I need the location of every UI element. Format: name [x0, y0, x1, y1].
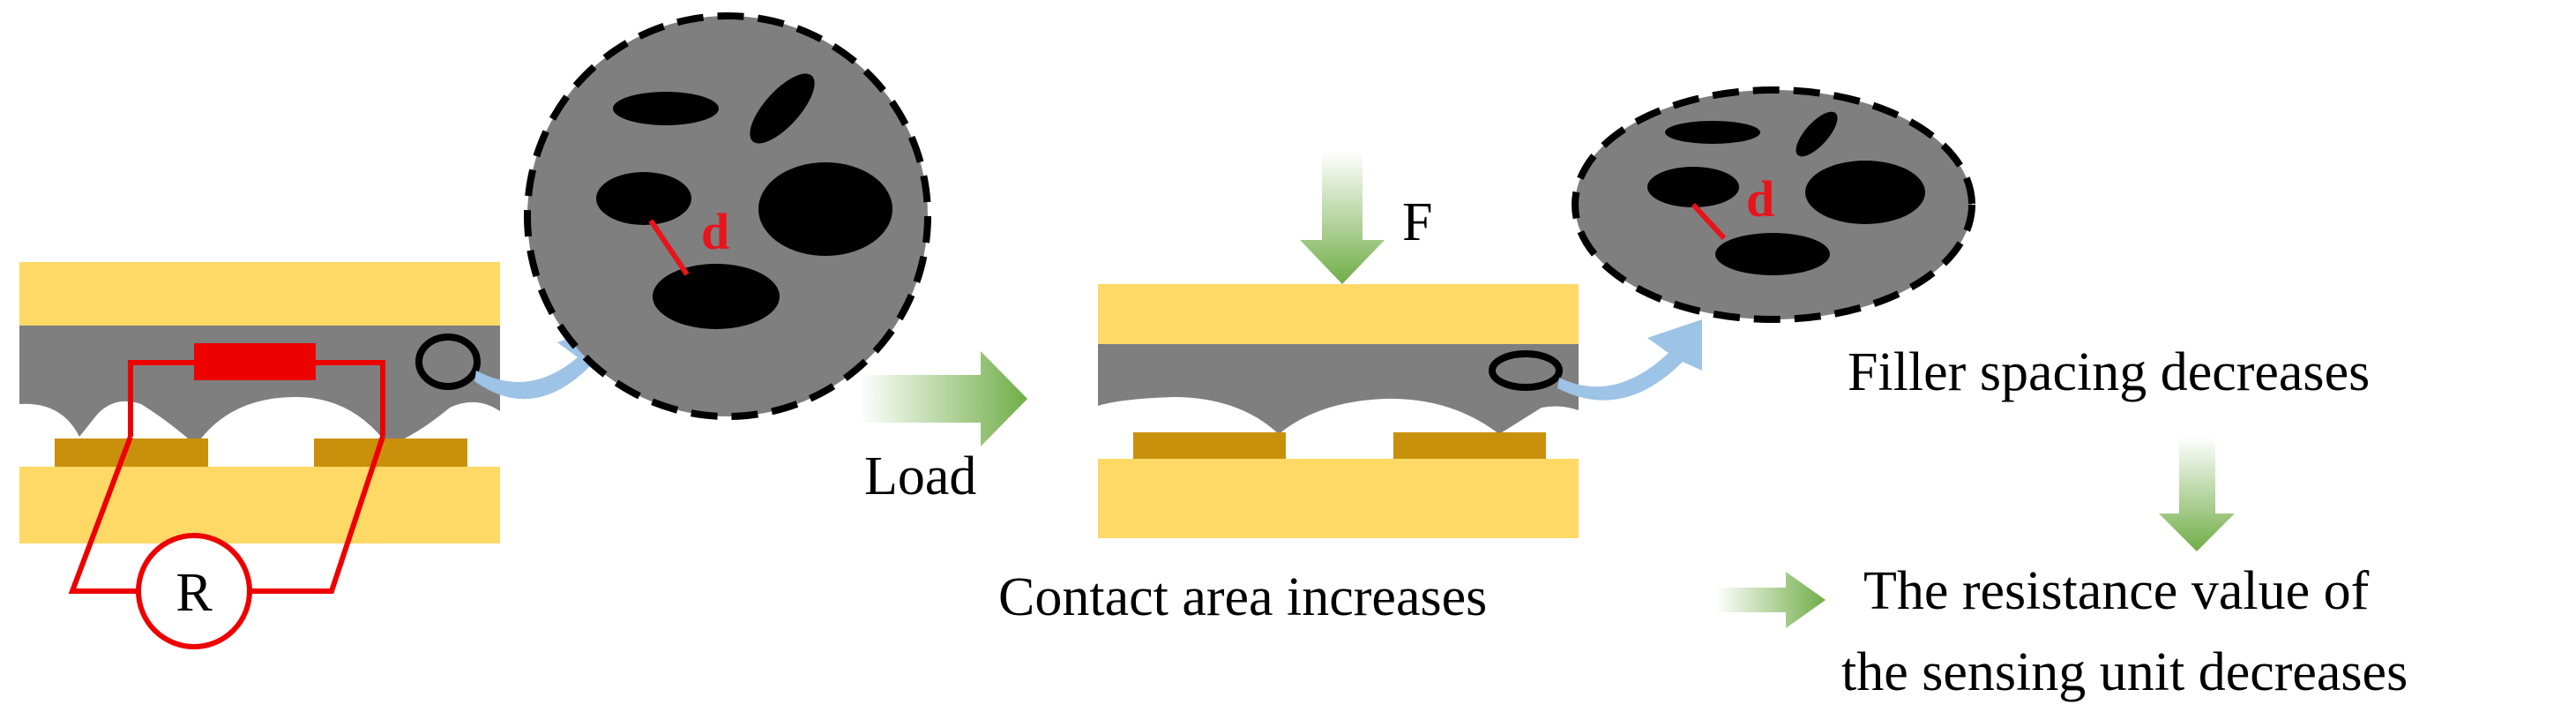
contact-pad-left — [55, 438, 208, 467]
resistor-label: R — [175, 563, 213, 623]
force-label: F — [1402, 192, 1432, 252]
result-text-line2: the sensing unit decreases — [1841, 642, 2408, 702]
right-arrow — [1715, 572, 1826, 628]
load-label: Load — [864, 446, 976, 506]
filler-particle — [596, 172, 691, 225]
filler-particle — [750, 73, 815, 144]
filler-particle — [1715, 233, 1830, 275]
force-arrow — [1300, 152, 1385, 284]
filler-distance-line — [1691, 202, 1727, 241]
bottom-electrode — [1098, 459, 1579, 538]
measurement-circuit — [68, 360, 385, 594]
filler-spacing-text: Filler spacing decreases — [1848, 342, 2370, 402]
filler-distance-label: d — [1746, 170, 1774, 228]
top-electrode — [1098, 284, 1579, 344]
filler-particle — [1665, 121, 1760, 144]
contact-pad-right — [1393, 432, 1546, 459]
filler-particle — [613, 92, 719, 125]
loaded-sensor — [1098, 284, 1702, 538]
contact-pad-left — [1133, 432, 1286, 459]
filler-particle — [1647, 167, 1739, 207]
resistor-element — [194, 343, 316, 380]
unloaded-sensor: R — [19, 262, 609, 649]
composite-layer — [1098, 344, 1579, 434]
result-text-line1: The resistance value of — [1863, 561, 2370, 621]
contact-area-text: Contact area increases — [998, 567, 1487, 627]
filler-particle — [1796, 111, 1838, 157]
zoom-pointer-arrow — [1557, 319, 1702, 401]
filler-particle — [653, 264, 780, 329]
top-electrode — [19, 262, 500, 326]
zoom-region-marker — [1489, 350, 1563, 391]
resistance-meter — [136, 533, 252, 649]
zoom-region-marker — [415, 334, 481, 390]
filler-distance-label: d — [701, 203, 729, 260]
load-arrow — [860, 351, 1027, 446]
filler-particle — [758, 162, 892, 256]
composite-layer — [19, 326, 500, 446]
down-arrow — [2159, 437, 2235, 551]
bottom-electrode — [19, 467, 500, 543]
contact-pad-right — [314, 438, 467, 467]
filler-particle — [1805, 161, 1925, 224]
zoom-view-unloaded: d — [524, 12, 931, 420]
zoom-view-loaded: d — [1572, 86, 1975, 323]
filler-distance-line — [648, 219, 690, 276]
